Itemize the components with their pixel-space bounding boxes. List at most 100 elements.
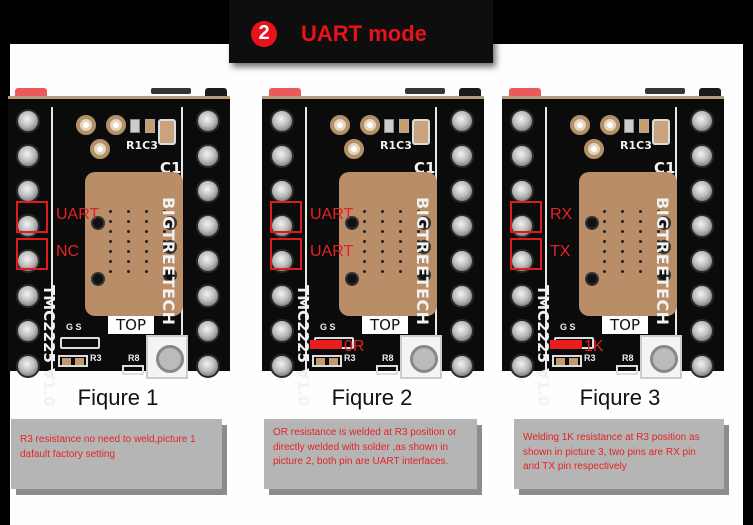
silk-r1c3: R1C3 <box>380 139 412 152</box>
thermal-pad <box>339 172 437 316</box>
connector-tab <box>645 88 685 94</box>
highlight-box-pin-4 <box>270 201 302 233</box>
header-pin <box>690 179 714 203</box>
silk-brand-name: BIGTREETECH <box>653 197 672 326</box>
via <box>584 139 604 159</box>
header-pin <box>270 354 294 378</box>
silk-r1c3: R1C3 <box>126 139 158 152</box>
header-pin <box>510 319 534 343</box>
mount-hole <box>163 240 177 254</box>
header-pin <box>270 179 294 203</box>
header-pin <box>196 319 220 343</box>
figure-caption: Fiqure 3 <box>579 385 661 410</box>
connector-tab <box>405 88 445 94</box>
header-pin <box>196 214 220 238</box>
header-pin <box>690 249 714 273</box>
note-box: Welding 1K resistance at R3 position as … <box>514 419 724 489</box>
header-pin <box>270 284 294 308</box>
highlight-box-pin-4 <box>510 201 542 233</box>
potentiometer <box>146 335 188 379</box>
connector-tab-red <box>509 88 541 97</box>
via <box>330 115 350 135</box>
highlight-box-pin-5 <box>270 238 302 270</box>
header-pin <box>690 319 714 343</box>
thermal-pad <box>579 172 677 316</box>
pin-label-lower: UART <box>310 243 354 260</box>
r3-pad <box>58 355 88 367</box>
note-box: OR resistance is welded at R3 position o… <box>264 419 477 489</box>
note-box: R3 resistance no need to weld,picture 1 … <box>11 419 222 489</box>
right-border <box>743 0 753 525</box>
header-pin <box>690 214 714 238</box>
thermal-pad <box>85 172 183 316</box>
right-pin-header <box>196 109 224 378</box>
header-pin <box>510 179 534 203</box>
connector-tab-red <box>15 88 47 97</box>
header-pin <box>16 144 40 168</box>
header-pin <box>510 354 534 378</box>
silk-r3: R3 <box>90 353 102 363</box>
silk-gs: G S <box>560 322 576 332</box>
left-pin-header <box>270 109 298 378</box>
r3-pad <box>552 355 582 367</box>
connector-tab-red <box>269 88 301 97</box>
mount-hole <box>657 240 671 254</box>
mount-hole <box>417 268 431 282</box>
via <box>76 115 96 135</box>
silk-line <box>545 107 547 377</box>
r8-pad <box>616 365 638 375</box>
silk-top-label: TOP <box>362 316 408 334</box>
right-pin-header <box>690 109 718 378</box>
mount-hole <box>657 216 671 230</box>
header-pin <box>270 144 294 168</box>
header-banner: 2 UART mode <box>229 0 493 63</box>
header-pin <box>196 284 220 308</box>
mount-hole <box>585 272 599 286</box>
resistor-value-label: 1K <box>584 338 604 355</box>
silk-line <box>51 107 53 377</box>
mount-hole <box>163 268 177 282</box>
header-title: UART mode <box>301 20 427 46</box>
connector-tab <box>459 88 481 96</box>
header-pin <box>690 144 714 168</box>
header-pin <box>450 319 474 343</box>
jumper-pad <box>60 337 100 349</box>
connector-tab <box>151 88 191 94</box>
smd-component <box>639 119 649 133</box>
via <box>570 115 590 135</box>
figure-caption: Fiqure 1 <box>77 385 159 410</box>
left-border <box>0 0 10 525</box>
pin-label-upper: UART <box>310 206 354 223</box>
smd-component <box>130 119 140 133</box>
figure-caption: Fiqure 2 <box>331 385 413 410</box>
silk-gs: G S <box>66 322 82 332</box>
header-pin <box>196 354 220 378</box>
header-pin <box>690 284 714 308</box>
r3-pad <box>312 355 342 367</box>
silk-line <box>305 107 307 377</box>
silk-r3: R3 <box>344 353 356 363</box>
mount-hole <box>91 216 105 230</box>
highlight-box-pin-4 <box>16 201 48 233</box>
via <box>344 139 364 159</box>
header-pin <box>690 354 714 378</box>
silk-brand-name: BIGTREETECH <box>159 197 178 326</box>
header-pin <box>510 109 534 133</box>
header-pin <box>450 179 474 203</box>
silk-r8: R8 <box>622 353 634 363</box>
via <box>360 115 380 135</box>
mount-hole <box>417 216 431 230</box>
silk-brand-name: BIGTREETECH <box>413 197 432 326</box>
r3-resistor-marker <box>310 340 342 349</box>
silk-gs: G S <box>320 322 336 332</box>
header-pin <box>510 144 534 168</box>
header-pin <box>196 109 220 133</box>
header-pin <box>196 179 220 203</box>
capacitor <box>412 119 430 145</box>
via-grid <box>603 210 663 273</box>
capacitor <box>158 119 176 145</box>
mount-hole <box>657 268 671 282</box>
mount-hole <box>345 272 359 286</box>
